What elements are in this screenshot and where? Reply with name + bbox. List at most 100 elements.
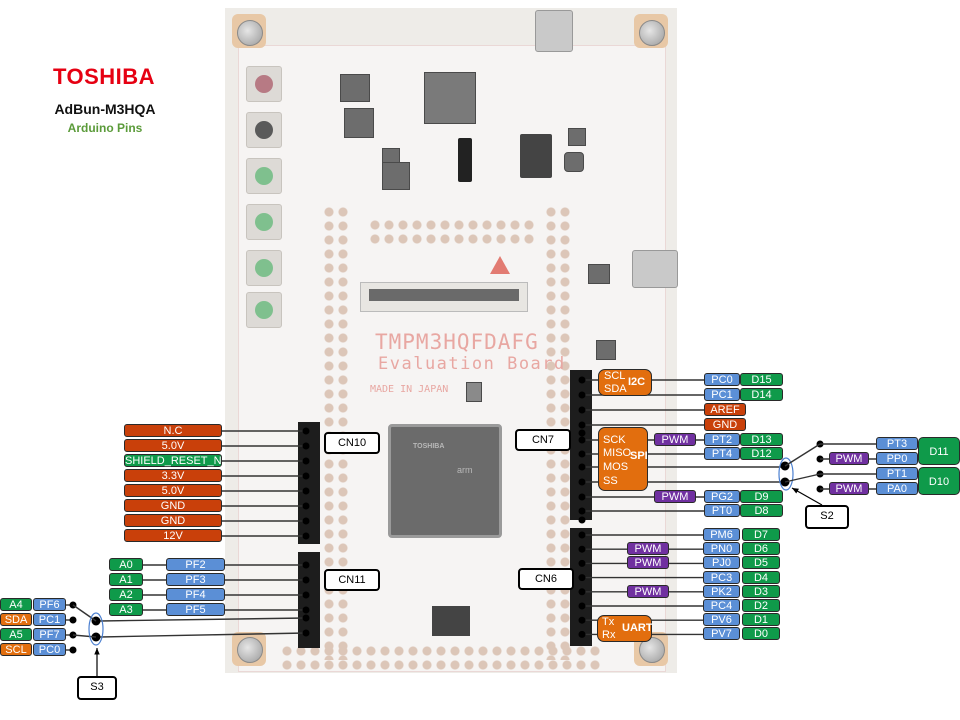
connector-label-cn10: CN10 (324, 432, 380, 454)
switch-contact-dot (69, 631, 77, 639)
fpc-connector (360, 282, 528, 312)
s2-switch-lever (784, 443, 821, 467)
s3-switch-lever (72, 634, 97, 638)
mcu-pin-label: PF3 (166, 573, 225, 586)
pin-header-cn8 (432, 606, 470, 636)
function-label: SCL (0, 643, 32, 656)
spi-title: SPI (630, 450, 648, 462)
switch-label-s2: S2 (805, 505, 849, 529)
mcu-pin-label: PF6 (33, 598, 66, 611)
pwm-label: PWM (829, 452, 869, 465)
cn10-pin-label: 5.0V (124, 439, 222, 452)
uart-title: UART (622, 622, 653, 634)
power-pin-label: GND (704, 418, 746, 431)
arduino-pin-label: D4 (742, 570, 780, 584)
arduino-pin-label: D11 (918, 437, 960, 465)
cn10-pin-label: 3.3V (124, 469, 222, 482)
jumper (458, 138, 472, 182)
s3-switch-lever (72, 604, 97, 622)
arduino-pin-label: D10 (918, 467, 960, 495)
screw-icon (237, 637, 263, 663)
switch-common-dot (780, 477, 790, 487)
cn10-pin-label: 5.0V (124, 484, 222, 497)
spi-mosi-label: MOS (603, 461, 629, 473)
switch-common-dot (91, 632, 101, 642)
pwm-label: PWM (627, 584, 669, 598)
spi-ss-label: SS (603, 475, 618, 487)
function-label: A4 (0, 598, 32, 611)
switch-s3-outline (88, 612, 104, 646)
switch-common-dot (780, 461, 790, 471)
mcu-pin-label: PC1 (704, 388, 740, 401)
header-cn7 (570, 370, 592, 520)
arduino-pin-label: D15 (740, 373, 783, 386)
arduino-pin-label: D5 (742, 556, 780, 570)
ic-chip (568, 128, 586, 146)
mcu-pin-label: PF4 (166, 588, 225, 601)
spi-group: SCK MISO MOS SS SPI (598, 427, 648, 491)
uart-tx-label: Tx (602, 616, 615, 628)
main-mcu-chip: TOSHIBA arm (388, 424, 502, 538)
through-hole-row (280, 644, 600, 672)
push-button (246, 250, 282, 286)
arduino-pin-label: D13 (740, 433, 783, 446)
arduino-pin-label: D14 (740, 388, 783, 401)
board-name: TMPM3HQFDAFG (375, 330, 539, 354)
connector-label-cn6: CN6 (518, 568, 574, 590)
mcu-pin-label: PG2 (704, 490, 740, 503)
arduino-pin-label: D7 (742, 528, 780, 541)
mcu-pin-label: PM6 (703, 528, 740, 541)
ic-chip (344, 108, 374, 138)
cn10-pin-label: N.C (124, 424, 222, 437)
pwm-label: PWM (654, 490, 696, 503)
pwm-label: PWM (654, 433, 696, 446)
cn10-pin-label: 12V (124, 529, 222, 542)
mcu-pin-label: PT2 (704, 433, 740, 446)
jumper (520, 134, 552, 178)
debug-mcu-chip (424, 72, 476, 124)
pwm-label: PWM (627, 542, 669, 556)
mcu-pin-label: PT0 (704, 504, 740, 517)
chip-arm-logo: arm (457, 465, 473, 475)
screw-icon (639, 20, 665, 46)
arduino-pin-label: A2 (109, 588, 143, 601)
mcu-pin-label: PF5 (166, 603, 225, 616)
mcu-pin-label: PC1 (33, 613, 66, 626)
header-cn10 (298, 422, 320, 544)
power-pin-label: AREF (704, 403, 746, 416)
i2c-title: I2C (628, 376, 646, 388)
mcu-pin-label: PT4 (704, 447, 740, 460)
push-button (246, 292, 282, 328)
arduino-pin-label: D0 (742, 627, 780, 641)
made-in-label: MADE IN JAPAN (370, 384, 449, 395)
mcu-pin-label: PV6 (703, 613, 740, 627)
function-label: A5 (0, 628, 32, 641)
mcu-pin-label: PC0 (704, 373, 740, 386)
mcu-pin-label: PN0 (703, 542, 740, 556)
arrow-head-icon (94, 648, 100, 655)
arduino-pin-label: D9 (740, 490, 783, 503)
push-button (246, 158, 282, 194)
arduino-pin-label: A3 (109, 603, 143, 616)
switch-contact-dot (816, 455, 824, 463)
board-subtitle: Evaluation Board (378, 354, 566, 374)
connector-label-cn11: CN11 (324, 569, 380, 591)
switch-contact-dot (69, 646, 77, 654)
uart-group: Tx Rx UART (597, 615, 653, 642)
ic-chip (596, 340, 616, 360)
ic-chip (588, 264, 610, 284)
header-cn6 (570, 528, 592, 646)
switch-contact-dot (816, 485, 824, 493)
diagram-subtitle: Arduino Pins (67, 121, 143, 135)
mcu-pin-label: PA0 (876, 482, 918, 495)
cn10-pin-label: SHIELD_RESET_N (124, 454, 222, 467)
esd-warning-icon (490, 256, 510, 274)
switch-common-dot (91, 616, 101, 626)
switch-s2-outline (778, 457, 794, 491)
arduino-pin-label: D1 (742, 613, 780, 627)
header-cn11 (298, 552, 320, 648)
switch-contact-dot (69, 601, 77, 609)
pwm-label: PWM (627, 556, 669, 570)
mcu-pin-label: PC3 (703, 570, 740, 584)
switch-label-s3: S3 (77, 676, 117, 700)
